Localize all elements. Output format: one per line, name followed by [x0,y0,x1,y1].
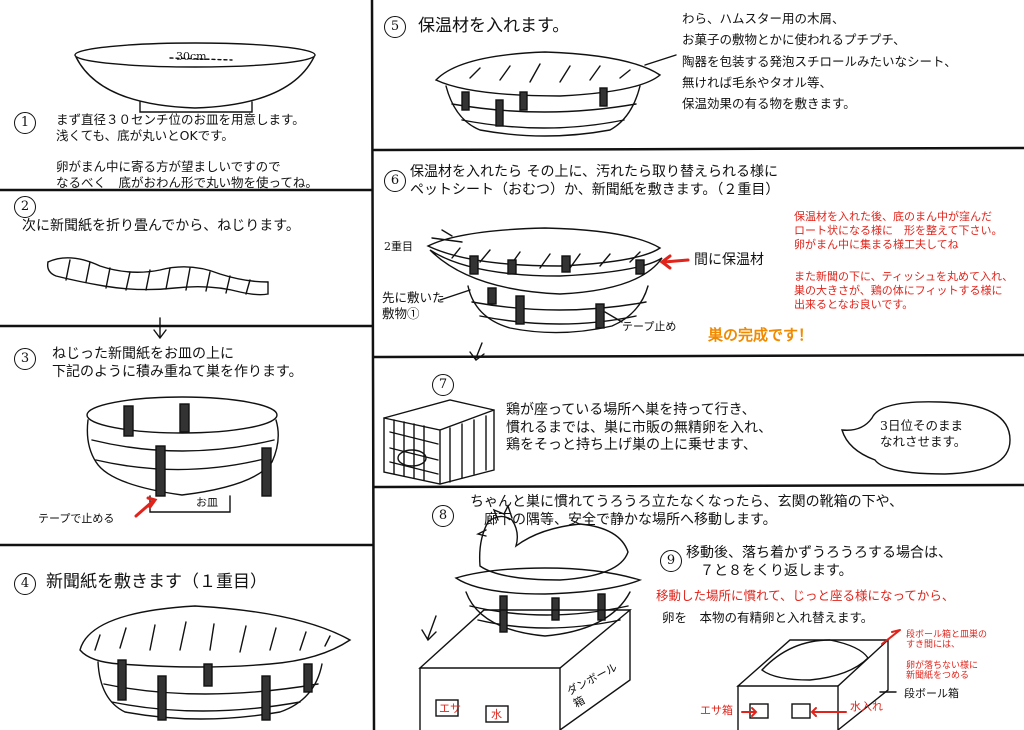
step-6-red-note-1: 保温材を入れた後、底のまん中が窪んだ ロート状になる様に 形を整えて下さい。 卵… [794,210,1003,251]
step-9-red-text: 移動した場所に慣れて、じっと座る様になってから、 [656,588,955,603]
cardboard-box-drawing [418,609,632,730]
water-container-label: 水入れ [850,700,883,713]
step-1-text: まず直径３０センチ位のお皿を用意します。 浅くても、底が丸いとOKです。 卵がま… [56,112,318,190]
plate-drawing [74,42,316,113]
step-1-number: 1 [14,112,36,134]
step-6-text: 保温材を入れたら その上に、汚れたら取り替えられる様に ペットシート（おむつ）か… [410,164,780,198]
twisted-newspaper-drawing [46,257,269,296]
cage-drawing [383,399,495,485]
step-6-red-note-2: また新聞の下に、ティッシュを丸めて入れ、 巣の大きさが、鶏の体にフィットする様に… [794,270,1014,311]
tape-note-step3: テープで止める [38,512,115,525]
step-9-text-2: 卵を 本物の有精卵と入れ替えます。 [662,610,874,625]
step-8-number: 8 [432,505,454,527]
nest-drawing-step6 [426,227,663,334]
nest-complete-label: 巣の完成です！ [708,326,814,344]
feed-label: エサ [439,702,461,715]
step-2-text: 次に新聞紙を折り畳んでから、ねじります。 [22,218,300,234]
insulation-arrow-label: 間に保温材 [694,252,764,268]
nest-drawing-step5 [434,51,662,137]
tape-label-step6: テープ止め [622,320,677,333]
plate-size-label: 30cm [176,50,207,63]
step-6-number: 6 [384,170,406,192]
step-3-number: 3 [14,348,36,370]
nest-drawing-step4 [79,605,352,721]
box-nest-drawing [736,639,890,730]
speech-bubble-text: 3日位そのまま なれさせます。 [880,418,967,449]
step-9-text: 移動後、落ち着かずうろうろする場合は、 ７と８をくり返します。 [686,545,952,579]
first-layer-label: 先に敷いた 敷物① [382,290,445,321]
nest-drawing-step3 [86,396,279,513]
step-4-number: 4 [14,573,36,595]
step-5-notes: わら、ハムスター用の木屑、 お菓子の敷物とかに使われるプチプチ、 陶器を包装する… [682,11,957,111]
cardboard-box-label-step9: 段ボール箱 [904,687,959,700]
step-5-title: 保温材を入れます。 [418,16,570,36]
step-2-number: 2 [14,196,36,218]
step-7-number: 7 [432,374,454,396]
plate-label-step3: お皿 [196,496,218,509]
water-label: 水 [491,708,502,721]
second-layer-label: 2重目 [384,240,413,253]
speech-bubble [841,401,1011,475]
step-3-text: ねじった新聞紙をお皿の上に 下記のように積み重ねて巣を作ります。 [52,346,303,380]
feed-box-label: エサ箱 [700,704,733,717]
gap-fill-note: 段ボール箱と皿巣の すき間には、 卵が落ちない様に 新聞紙をつめる [906,630,988,682]
step-5-number: 5 [384,16,406,38]
step-7-text: 鶏が座っている場所へ巣を持って行き、 慣れるまでは、巣に市販の無精卵を入れ、 鶏… [506,402,773,453]
step-9-number: 9 [660,550,682,572]
step-8-text: ちゃんと巣に慣れてうろうろ立たなくなったら、玄関の靴箱の下や、 廊下の隅等、安全… [470,494,904,528]
step-4-text: 新聞紙を敷きます（１重目） [46,572,267,592]
